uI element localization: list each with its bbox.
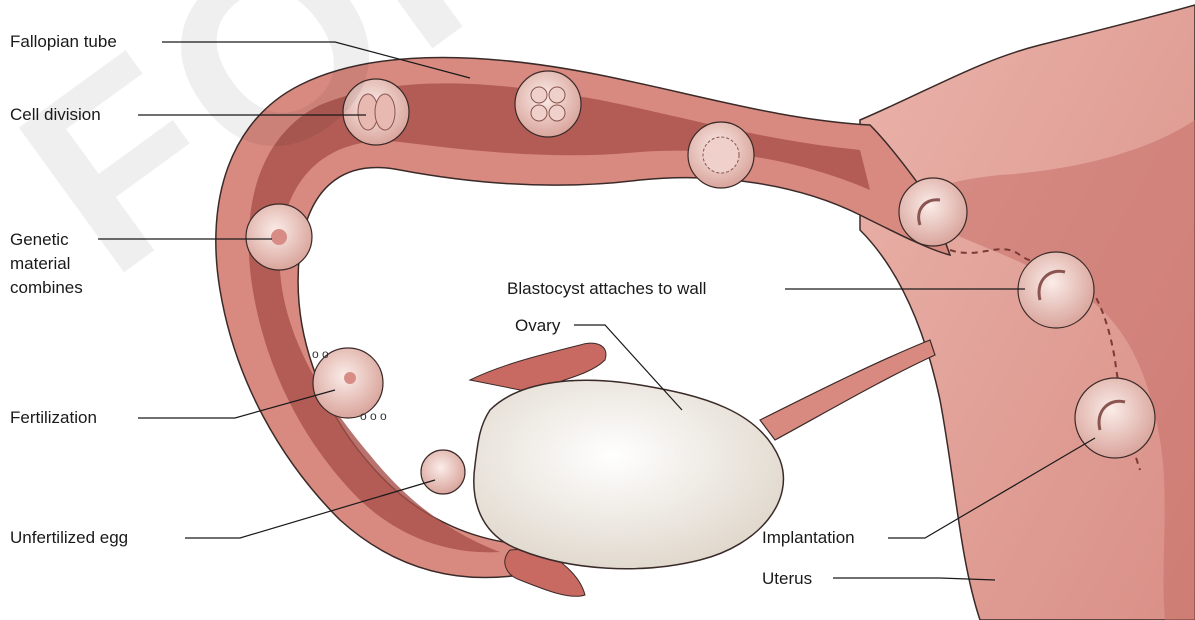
ovarian-ligament bbox=[760, 340, 935, 440]
label-cell-division: Cell division bbox=[10, 104, 101, 125]
four-cell-embryo bbox=[515, 71, 581, 137]
label-blastocyst: Blastocyst attaches to wall bbox=[507, 278, 706, 299]
label-unfertilized-egg: Unfertilized egg bbox=[10, 527, 128, 548]
svg-text:o o o: o o o bbox=[360, 409, 387, 423]
label-ovary: Ovary bbox=[515, 315, 560, 336]
implanted-blastocyst bbox=[1075, 378, 1155, 458]
morula bbox=[688, 122, 754, 188]
genetic-material-cell bbox=[246, 204, 312, 270]
ovary bbox=[474, 380, 784, 568]
two-cell-embryo bbox=[343, 79, 409, 145]
blastocyst-1 bbox=[899, 178, 967, 246]
label-genetic-line-3: combines bbox=[10, 277, 83, 298]
label-genetic-line-2: material bbox=[10, 253, 70, 274]
unfertilized-egg bbox=[421, 450, 465, 494]
svg-text:o o: o o bbox=[312, 347, 329, 361]
label-fertilization: Fertilization bbox=[10, 407, 97, 428]
label-genetic-line-1: Genetic bbox=[10, 229, 69, 250]
label-uterus: Uterus bbox=[762, 568, 812, 589]
blastocyst-2 bbox=[1018, 252, 1094, 328]
label-implantation: Implantation bbox=[762, 527, 855, 548]
label-fallopian-tube: Fallopian tube bbox=[10, 31, 117, 52]
